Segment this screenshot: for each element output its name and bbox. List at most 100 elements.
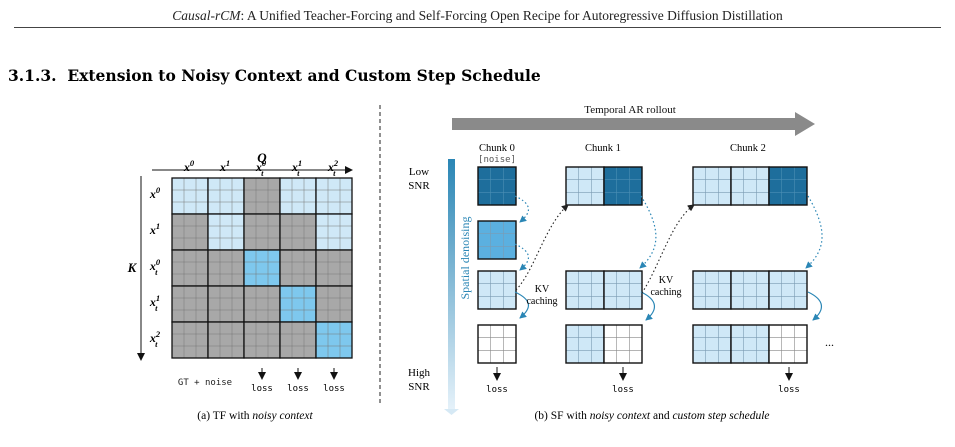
row-header: x1 bbox=[149, 221, 160, 237]
sf-block-chunk2-context bbox=[692, 166, 732, 206]
mask-cell-gray bbox=[279, 249, 317, 287]
sf-block-chunk2-context bbox=[730, 166, 770, 206]
mask-cell-light bbox=[207, 213, 245, 251]
sf-block-chunk1-dark bbox=[603, 166, 643, 206]
header-title-italic: Causal-rCM bbox=[172, 8, 241, 23]
step-arrow bbox=[514, 243, 529, 271]
loss-label: loss bbox=[778, 385, 800, 395]
final-step-arrows bbox=[514, 291, 822, 321]
mask-cell-gray bbox=[315, 249, 353, 287]
row-header: x0 bbox=[149, 185, 161, 201]
sf-block-chunk0-dark bbox=[477, 166, 517, 206]
attention-mask-grid bbox=[171, 177, 353, 359]
loss-label: loss bbox=[251, 384, 273, 394]
sf-block-chunk0-medium bbox=[477, 220, 517, 260]
column-header: x1 bbox=[219, 158, 230, 174]
sf-block-chunk2-context bbox=[730, 270, 770, 310]
figure-b: Temporal AR rollout Low SNR High SNR Spa… bbox=[408, 104, 834, 415]
snr-axis-bar bbox=[448, 159, 455, 411]
gt-noise-label: GT + noise bbox=[178, 378, 232, 388]
noise-tag: [noise] bbox=[478, 155, 516, 165]
caption-a: (a) TF with noisy context bbox=[197, 410, 313, 422]
step-arrow bbox=[805, 195, 823, 269]
loss-label: loss bbox=[323, 384, 345, 394]
mask-cell-blue bbox=[243, 249, 281, 287]
kv-cache-arrows bbox=[515, 204, 695, 294]
final-step-arrow bbox=[640, 291, 655, 321]
mask-cell-blue bbox=[315, 321, 353, 359]
loss-arrows-b: loss loss loss bbox=[486, 367, 800, 395]
step-arrow bbox=[514, 195, 529, 223]
loss-arrows-a: loss loss loss bbox=[251, 368, 345, 394]
kv-label-2-line1: KV bbox=[659, 275, 674, 286]
mask-cell-gray bbox=[315, 285, 353, 323]
low-snr-line1: Low bbox=[409, 166, 429, 178]
sf-block-chunk2-light bbox=[768, 270, 808, 310]
sf-block-chunk1-clean bbox=[603, 324, 643, 364]
loss-label: loss bbox=[287, 384, 309, 394]
mask-cell-gray bbox=[243, 177, 281, 215]
caption-a-italic: noisy context bbox=[252, 410, 313, 422]
snr-axis-head bbox=[444, 409, 459, 415]
chunk-0-label: Chunk 0 bbox=[479, 143, 515, 154]
caption-b-italic-1: noisy context bbox=[590, 410, 651, 422]
final-step-arrow bbox=[807, 291, 822, 321]
loss-label: loss bbox=[612, 385, 634, 395]
sf-block-chunk0-clean bbox=[477, 324, 517, 364]
mask-cell-gray bbox=[279, 321, 317, 359]
mask-cell-gray bbox=[207, 321, 245, 359]
sf-block-chunk2-context bbox=[692, 270, 732, 310]
running-header: Causal-rCM: A Unified Teacher-Forcing an… bbox=[0, 8, 955, 24]
mask-cell-gray bbox=[279, 213, 317, 251]
header-rule bbox=[14, 27, 941, 28]
low-snr-line2: SNR bbox=[408, 180, 430, 192]
kv-label-1-line1: KV bbox=[535, 284, 550, 295]
rollout-arrow bbox=[452, 112, 815, 136]
step-arrow bbox=[639, 195, 657, 269]
sf-block-chunk0-light bbox=[477, 270, 517, 310]
final-step-arrow bbox=[514, 291, 529, 319]
caption-b: (b) SF with noisy context and custom ste… bbox=[534, 410, 769, 422]
mask-cell-gray bbox=[171, 249, 209, 287]
loss-label: loss bbox=[486, 385, 508, 395]
sf-block-chunk1-context bbox=[565, 270, 605, 310]
mask-cell-light bbox=[315, 213, 353, 251]
high-snr-line2: SNR bbox=[408, 381, 430, 393]
sf-block-chunk2-dark bbox=[768, 166, 808, 206]
chunk-2-label: Chunk 2 bbox=[730, 143, 766, 154]
mask-cell-gray bbox=[243, 285, 281, 323]
mask-cell-gray bbox=[171, 213, 209, 251]
section-title: Extension to Noisy Context and Custom St… bbox=[67, 66, 541, 85]
query-label: Q bbox=[257, 150, 267, 165]
sf-block-chunk2-context bbox=[730, 324, 770, 364]
ellipsis: ... bbox=[825, 335, 834, 349]
mask-cell-gray bbox=[207, 285, 245, 323]
high-snr-line1: High bbox=[408, 367, 431, 379]
mask-cell-gray bbox=[207, 249, 245, 287]
header-title-rest: : A Unified Teacher-Forcing and Self-For… bbox=[240, 8, 783, 23]
mask-cell-gray bbox=[243, 213, 281, 251]
caption-b-prefix: (b) SF with bbox=[534, 410, 589, 422]
mask-cell-light bbox=[315, 177, 353, 215]
caption-b-italic-2: custom step schedule bbox=[672, 410, 769, 422]
step-arrows bbox=[514, 195, 823, 271]
chunk-1-label: Chunk 1 bbox=[585, 143, 621, 154]
mask-cell-gray bbox=[243, 321, 281, 359]
caption-b-mid: and bbox=[650, 410, 672, 422]
mask-cell-light bbox=[279, 177, 317, 215]
sf-block-chunk1-context bbox=[565, 166, 605, 206]
section-heading: 3.1.3. Extension to Noisy Context and Cu… bbox=[8, 66, 541, 85]
mask-cell-light bbox=[171, 177, 209, 215]
section-number: 3.1.3. bbox=[8, 66, 57, 85]
sf-block-chunk2-clean bbox=[768, 324, 808, 364]
